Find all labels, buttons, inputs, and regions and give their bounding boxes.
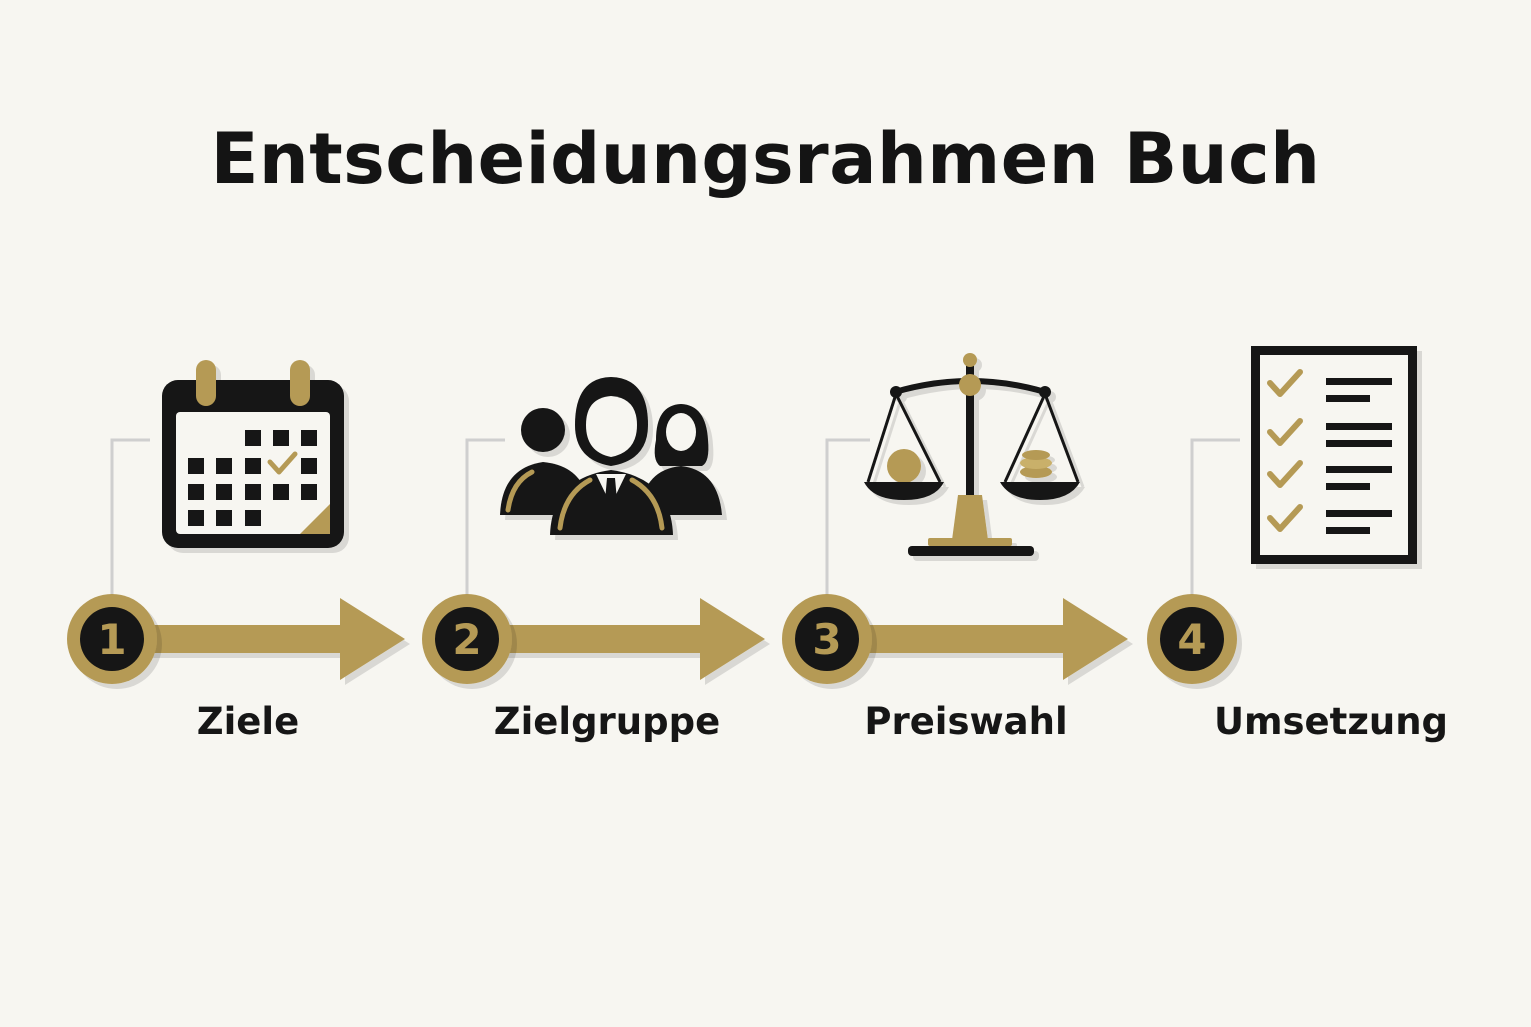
connector-line-2 xyxy=(465,438,505,595)
step-label-4: Umsetzung xyxy=(1213,700,1449,743)
step-badge-1: 1 xyxy=(67,594,157,684)
arrow-2 xyxy=(497,598,765,680)
step-number-3: 3 xyxy=(812,615,841,664)
arrow-1 xyxy=(140,598,405,680)
people-group-icon xyxy=(500,377,722,535)
step-number-4: 4 xyxy=(1177,615,1206,664)
step-number-2: 2 xyxy=(452,615,481,664)
step-badge-3: 3 xyxy=(782,594,872,684)
calendar-icon xyxy=(162,360,344,548)
connector-line-3 xyxy=(825,438,870,595)
step-badge-4: 4 xyxy=(1147,594,1237,684)
page-title: Entscheidungsrahmen Buch xyxy=(210,118,1321,200)
step-label-1: Ziele xyxy=(196,700,300,743)
connector-line-4 xyxy=(1190,438,1240,595)
step-label-2: Zielgruppe xyxy=(493,700,721,743)
step-number-1: 1 xyxy=(97,615,126,664)
arrow-3 xyxy=(857,598,1128,680)
step-label-3: Preiswahl xyxy=(864,700,1068,743)
connector-line-1 xyxy=(110,438,150,595)
checklist-icon xyxy=(1251,346,1417,564)
step-badge-2: 2 xyxy=(422,594,512,684)
balance-scale-icon xyxy=(864,353,1080,556)
